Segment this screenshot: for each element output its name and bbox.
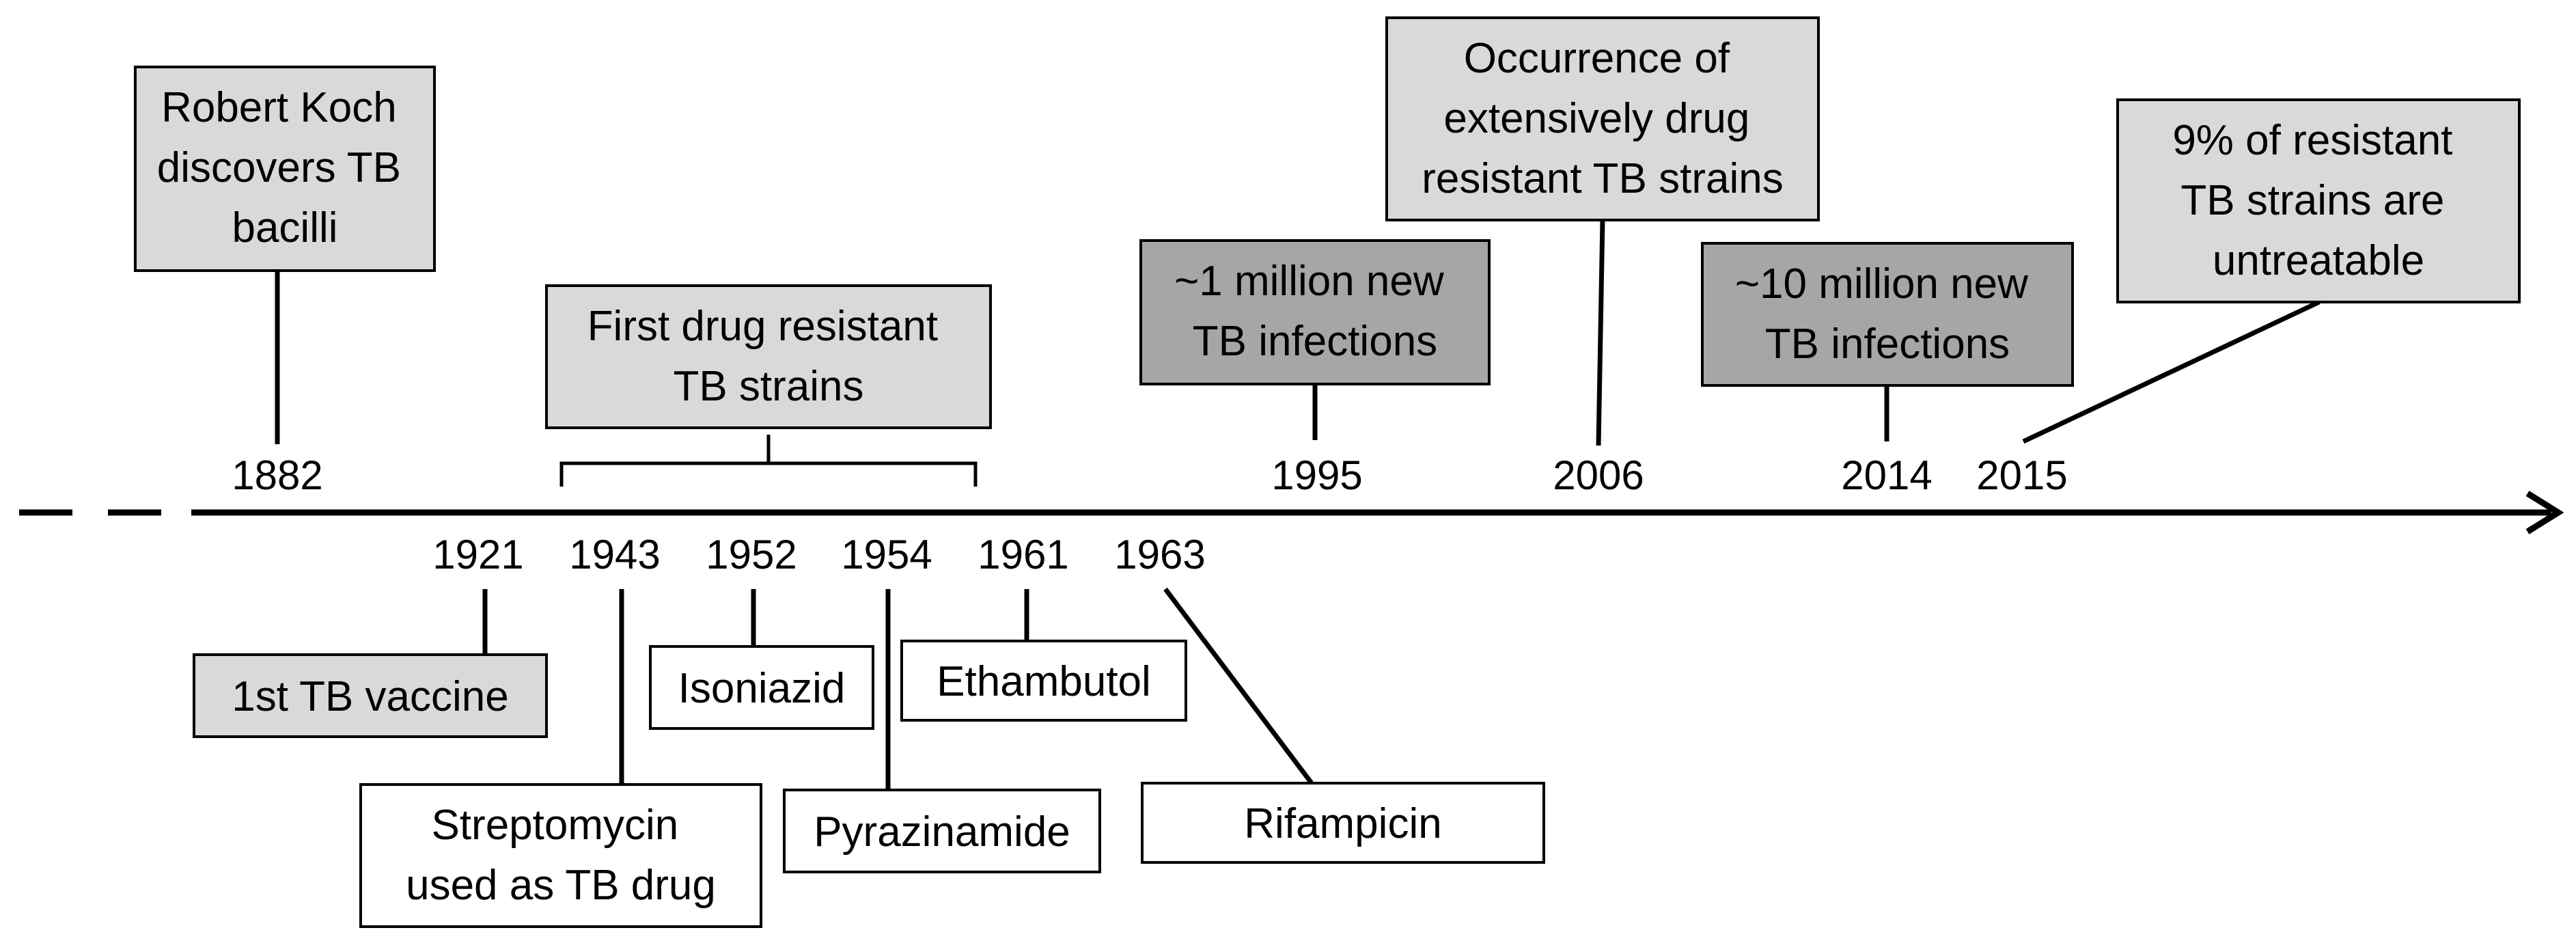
event-text-streptomycin: Streptomycin used as TB drug [406,802,716,909]
event-line: Ethambutol [937,658,1151,705]
event-xdr-2006: Occurrence of extensively drug resistant… [1385,16,1820,446]
year-label-1995: 1995 [1271,452,1362,498]
year-label-2014: 2014 [1841,452,1932,498]
year-label-1963: 1963 [1114,532,1205,577]
event-line: Rifampicin [1244,800,1441,847]
event-koch: Robert Koch discovers TB bacilli [134,66,436,444]
event-line: extensively drug [1443,95,1749,142]
event-text-million-2014: ~10 million new TB infections [1735,260,2040,368]
axis-arrowhead [2525,491,2564,534]
event-line: Occurrence of [1464,35,1730,82]
event-vaccine: 1st TB vaccine [193,589,548,738]
event-line: 1st TB vaccine [232,673,508,720]
event-line: resistant TB strains [1422,155,1783,202]
connector-2015 [2022,299,2321,444]
event-box-streptomycin [359,783,762,928]
year-label-1952: 1952 [706,532,797,577]
event-box-million-1995 [1139,239,1491,385]
event-box-isoniazid [649,645,874,730]
event-million-2014: ~10 million new TB infections [1701,242,2074,441]
event-ethambutol: Ethambutol [900,589,1187,722]
event-first-resistant: First drug resistant TB strains [545,284,992,487]
event-text-rifampicin: Rifampicin [1244,800,1441,847]
event-box-rifampicin [1141,782,1545,864]
event-line: ~1 million new [1174,258,1444,305]
year-label-1882: 1882 [232,452,322,498]
period-bracket [559,435,978,487]
event-text-isoniazid: Isoniazid [678,665,846,712]
year-label-1943: 1943 [569,532,660,577]
event-line: discovers TB [157,144,401,191]
event-box-million-2014 [1701,242,2074,387]
year-label-1921: 1921 [432,532,523,577]
event-isoniazid: Isoniazid [649,589,874,730]
year-label-1961: 1961 [978,532,1068,577]
event-rifampicin: Rifampicin [1141,587,1545,864]
event-line: First drug resistant [587,303,938,350]
event-text-untreatable-2015: 9% of resistant TB strains are untreatab… [2172,117,2464,284]
event-text-ethambutol: Ethambutol [937,658,1151,705]
event-text-koch: Robert Koch discovers TB bacilli [157,84,413,251]
event-box-xdr-2006 [1385,16,1820,221]
event-box-ethambutol [900,640,1187,722]
event-line: TB strains are [2180,177,2444,224]
event-text-xdr-2006: Occurrence of extensively drug resistant… [1422,35,1783,202]
event-line: untreatable [2213,237,2424,284]
event-untreatable-2015: 9% of resistant TB strains are untreatab… [2022,98,2521,444]
event-text-million-1995: ~1 million new TB infections [1174,258,1456,365]
event-box-vaccine [193,653,548,738]
year-label-1954: 1954 [841,532,932,577]
event-text-first-resistant: First drug resistant TB strains [587,303,950,410]
event-box-pyrazinamide [783,789,1101,873]
year-label-2006: 2006 [1553,452,1644,498]
event-box-first-resistant [545,284,992,429]
event-line: bacilli [232,204,337,251]
event-pyrazinamide: Pyrazinamide [783,589,1101,873]
event-box-koch [134,66,436,272]
event-line: Robert Koch [161,84,397,131]
event-line: Isoniazid [678,665,846,712]
event-line: 9% of resistant [2172,117,2452,164]
event-line: used as TB drug [406,862,716,909]
connector-1963 [1163,587,1314,785]
event-text-pyrazinamide: Pyrazinamide [814,808,1070,856]
years-above: 1882 1995 2006 2014 2015 [232,452,2067,498]
years-below: 1921 1943 1952 1954 1961 1963 [432,532,1205,577]
event-line: TB infections [1765,321,2010,368]
event-text-vaccine: 1st TB vaccine [232,673,508,720]
event-line: Streptomycin [431,802,678,849]
connector-2006 [1596,219,1605,446]
event-box-untreatable-2015 [2116,98,2521,303]
event-million-1995: ~1 million new TB infections [1139,239,1491,440]
timeline-axis [19,491,2564,534]
event-line: Pyrazinamide [814,808,1070,856]
event-streptomycin: Streptomycin used as TB drug [359,589,762,928]
event-line: TB strains [673,363,863,410]
event-line: ~10 million new [1735,260,2028,308]
year-label-2015: 2015 [1976,452,2067,498]
event-line: TB infections [1193,318,1437,365]
